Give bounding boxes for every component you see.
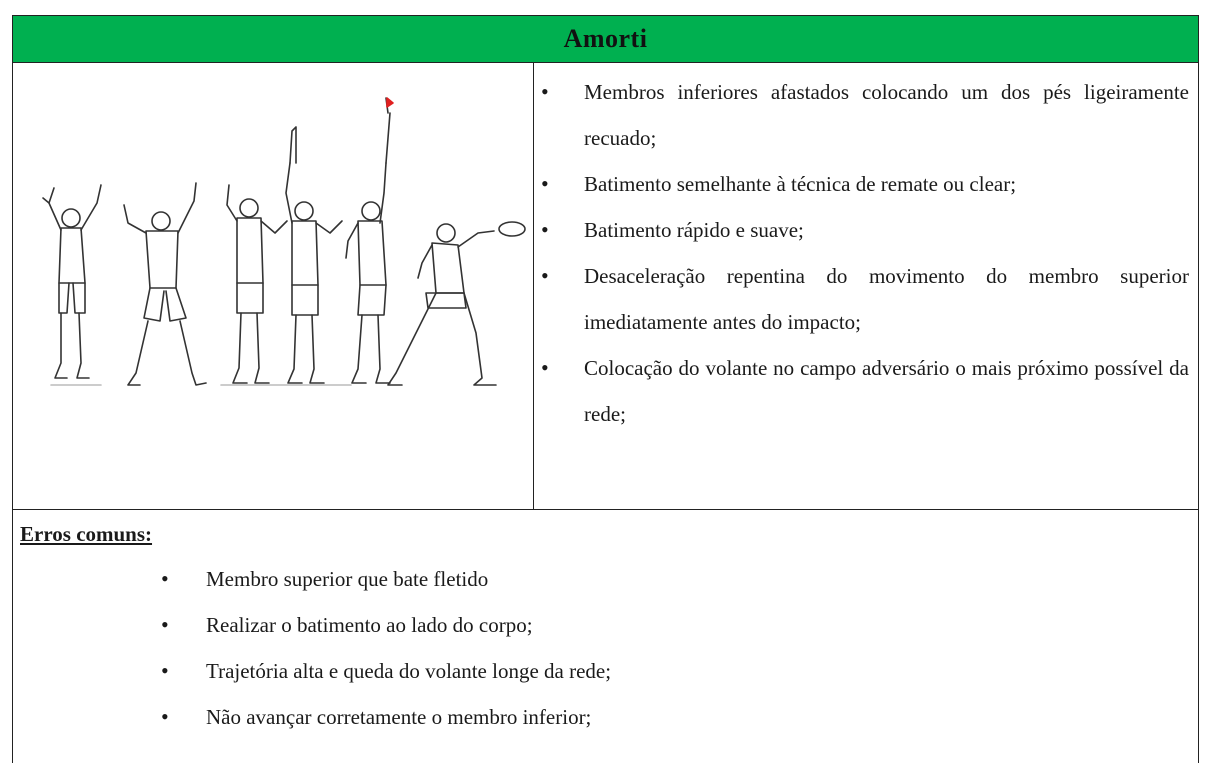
table-header: Amorti [12,15,1199,63]
technique-table: Amorti [12,15,1201,763]
technique-points-cell: Membros inferiores afastados colocando u… [534,63,1199,509]
list-item: Membro superior que bate fletido [161,556,611,602]
common-errors-section: Erros comuns: Membro superior que bate f… [12,510,1199,763]
table-title: Amorti [563,24,648,53]
errors-heading: Erros comuns: [20,522,153,546]
list-item: Batimento rápido e suave; [541,207,1189,253]
technique-row: Membros inferiores afastados colocando u… [12,63,1199,510]
illustration-cell [13,63,534,509]
errors-list: Membro superior que bate fletido Realiza… [161,556,611,740]
list-item: Desaceleração repentina do movimento do … [541,253,1189,345]
list-item: Trajetória alta e queda do volante longe… [161,648,611,694]
list-item: Realizar o batimento ao lado do corpo; [161,602,611,648]
list-item: Membros inferiores afastados colocando u… [541,69,1189,161]
badminton-sequence-illustration [42,97,526,386]
technique-list: Membros inferiores afastados colocando u… [541,69,1189,437]
list-item: Não avançar corretamente o membro inferi… [161,694,611,740]
list-item: Colocação do volante no campo adversário… [541,345,1189,437]
list-item: Batimento semelhante à técnica de remate… [541,161,1189,207]
